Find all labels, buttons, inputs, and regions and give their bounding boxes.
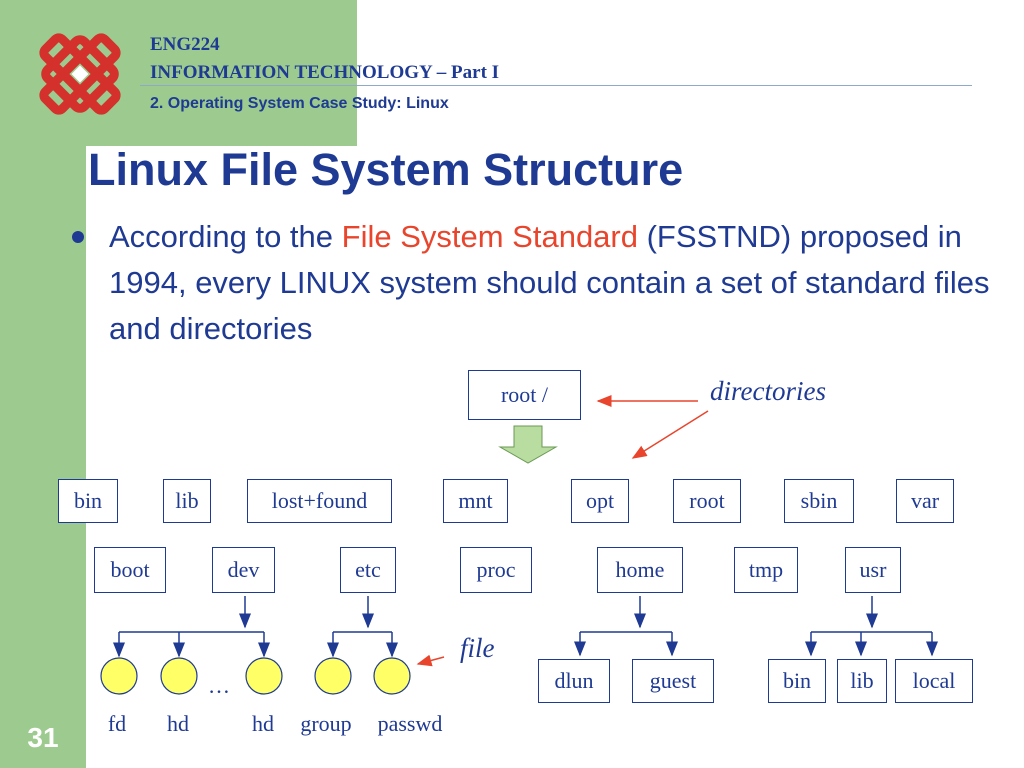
university-logo-icon xyxy=(39,33,121,115)
bullet-text-highlight: File System Standard xyxy=(341,219,638,254)
file-circle-hd-1 xyxy=(160,657,198,695)
green-band-left xyxy=(0,146,86,768)
dir-home: home xyxy=(597,547,683,593)
course-code: ENG224 xyxy=(150,34,220,55)
file-callout: file xyxy=(460,633,495,663)
bullet-text-after: (FSSTND) proposed in 1994, every LINUX s… xyxy=(109,219,990,346)
leaf-label-hd-1: hd xyxy=(167,711,189,736)
dev-tree-lines xyxy=(113,596,270,658)
dir-lib: lib xyxy=(163,479,211,523)
leaf-label-passwd: passwd xyxy=(377,711,443,736)
file-arrow xyxy=(416,654,445,667)
dir-mnt: mnt xyxy=(443,479,508,523)
file-leaf-circles xyxy=(100,657,411,695)
file-circle-fd xyxy=(100,657,138,695)
dir-tmp: tmp xyxy=(734,547,798,593)
root-dir-box: root / xyxy=(468,370,581,420)
dir-sbin: sbin xyxy=(784,479,854,523)
etc-tree-lines xyxy=(327,596,398,658)
header-divider xyxy=(140,85,972,86)
page-number: 31 xyxy=(27,722,59,753)
dir-home-guest: guest xyxy=(632,659,714,703)
bullet-dot-icon xyxy=(72,231,84,243)
root-down-arrow xyxy=(498,425,558,464)
leaf-label-group: group xyxy=(300,711,352,736)
dir-usr: usr xyxy=(845,547,901,593)
file-circle-passwd xyxy=(373,657,411,695)
directories-callout: directories xyxy=(710,376,826,406)
usr-tree-lines xyxy=(805,596,938,657)
dir-boot: boot xyxy=(94,547,166,593)
course-title: INFORMATION TECHNOLOGY – Part I xyxy=(150,62,500,83)
leaf-ellipsis: … xyxy=(208,673,230,698)
dir-home-dlun: dlun xyxy=(538,659,610,703)
leaf-label-hd-2: hd xyxy=(252,711,274,736)
dir-proc: proc xyxy=(460,547,532,593)
file-circle-hd-2 xyxy=(245,657,283,695)
file-circle-group xyxy=(314,657,352,695)
dir-var: var xyxy=(896,479,954,523)
home-tree-lines xyxy=(574,596,678,657)
dir-usr-lib: lib xyxy=(837,659,887,703)
slide-title: Linux File System Structure xyxy=(88,144,684,195)
bullet-text: According to the File System Standard (F… xyxy=(109,214,1009,352)
leaf-label-fd: fd xyxy=(107,711,127,736)
dir-opt: opt xyxy=(571,479,629,523)
dir-etc: etc xyxy=(340,547,396,593)
dir-bin: bin xyxy=(58,479,118,523)
bullet-text-before: According to the xyxy=(109,219,342,254)
dir-dev: dev xyxy=(212,547,275,593)
dir-root: root xyxy=(673,479,741,523)
dir-usr-bin: bin xyxy=(768,659,826,703)
dir-lost-found: lost+found xyxy=(247,479,392,523)
directories-arrow-row xyxy=(631,410,709,459)
dir-usr-local: local xyxy=(895,659,973,703)
slide-subtitle: 2. Operating System Case Study: Linux xyxy=(150,95,449,112)
